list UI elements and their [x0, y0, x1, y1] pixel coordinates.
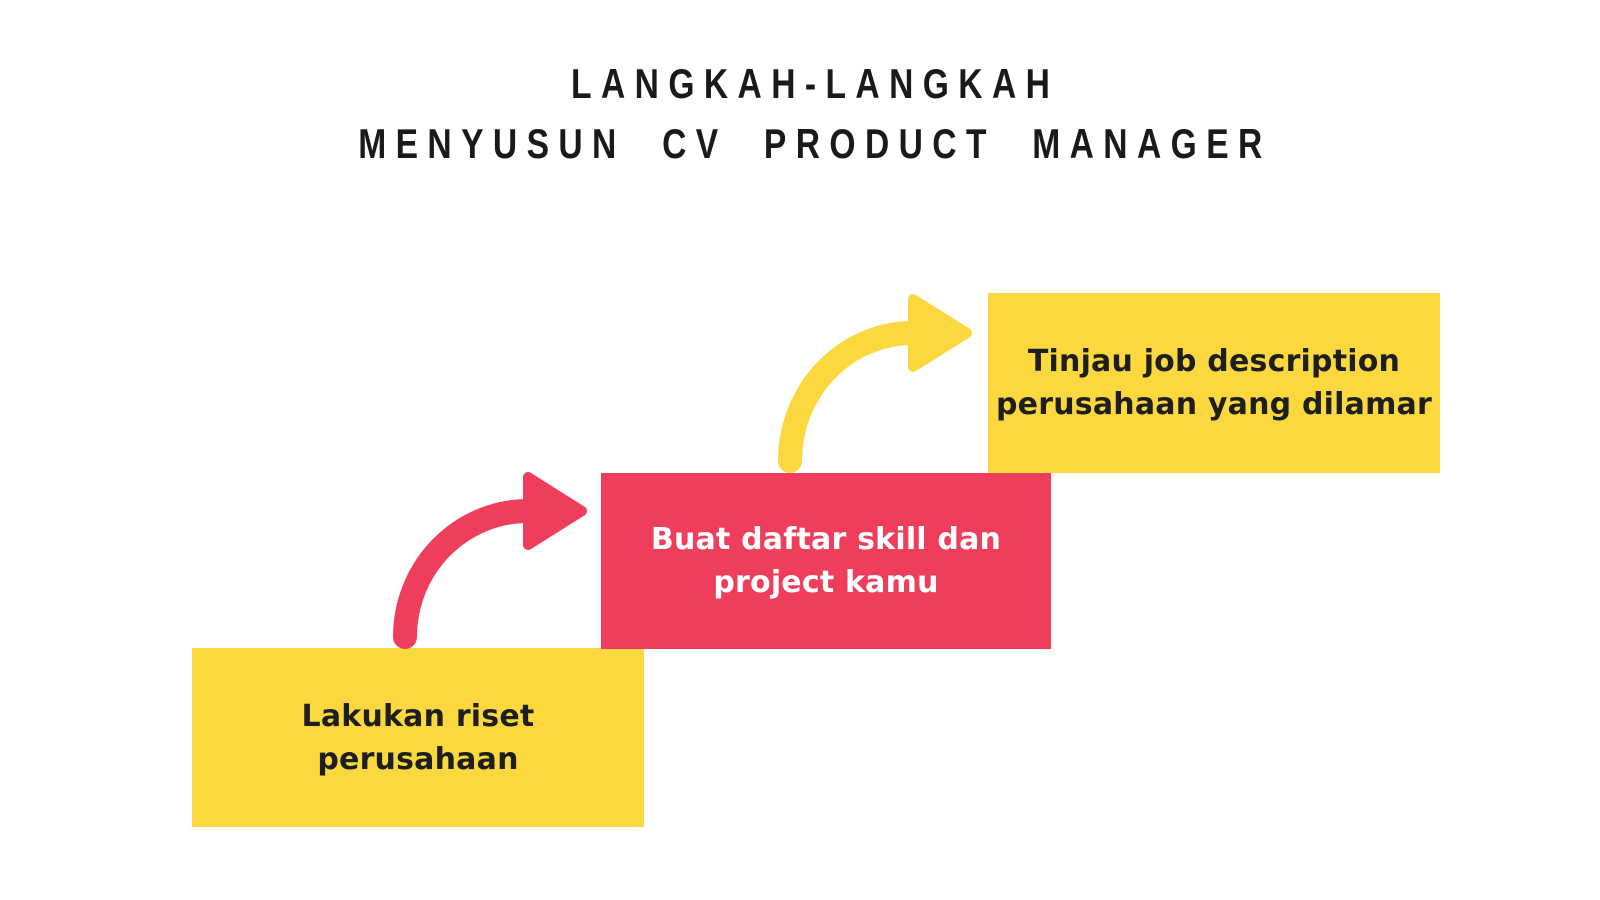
step-1-label: Lakukan riset perusahaan — [302, 695, 535, 781]
step-3-label-line-1: Tinjau job description — [1027, 344, 1401, 379]
arrow-2-shaft — [778, 321, 925, 473]
step-3-label: Tinjau job description perusahaan yang d… — [996, 340, 1432, 426]
step-box-2: Buat daftar skill dan project kamu — [601, 473, 1051, 649]
arrow-2-head — [908, 294, 972, 372]
curved-arrow-1-icon — [393, 472, 587, 649]
step-2-label-line-2: project kamu — [713, 565, 939, 600]
step-1-label-line-1: Lakukan riset — [301, 698, 535, 734]
title-line-2: MENYUSUN CV PRODUCT MANAGER — [358, 120, 1272, 167]
page-title: LANGKAH-LANGKAH MENYUSUN CV PRODUCT MANA… — [15, 55, 1600, 175]
step-box-1: Lakukan riset perusahaan — [192, 648, 644, 827]
step-3-label-line-2: perusahaan yang dilamar — [996, 387, 1432, 422]
arrow-1-head — [523, 472, 587, 550]
arrow-1-shaft — [393, 499, 540, 649]
step-2-label: Buat daftar skill dan project kamu — [651, 518, 1001, 604]
step-1-label-line-2: perusahaan — [317, 741, 519, 777]
curved-arrow-2-icon — [778, 294, 972, 473]
step-box-3: Tinjau job description perusahaan yang d… — [988, 293, 1440, 473]
title-line-1: LANGKAH-LANGKAH — [570, 60, 1060, 107]
step-2-label-line-1: Buat daftar skill dan — [650, 522, 1002, 557]
title-line-1-wrap: LANGKAH-LANGKAH — [15, 55, 1600, 113]
title-line-2-wrap: MENYUSUN CV PRODUCT MANAGER — [15, 113, 1600, 175]
